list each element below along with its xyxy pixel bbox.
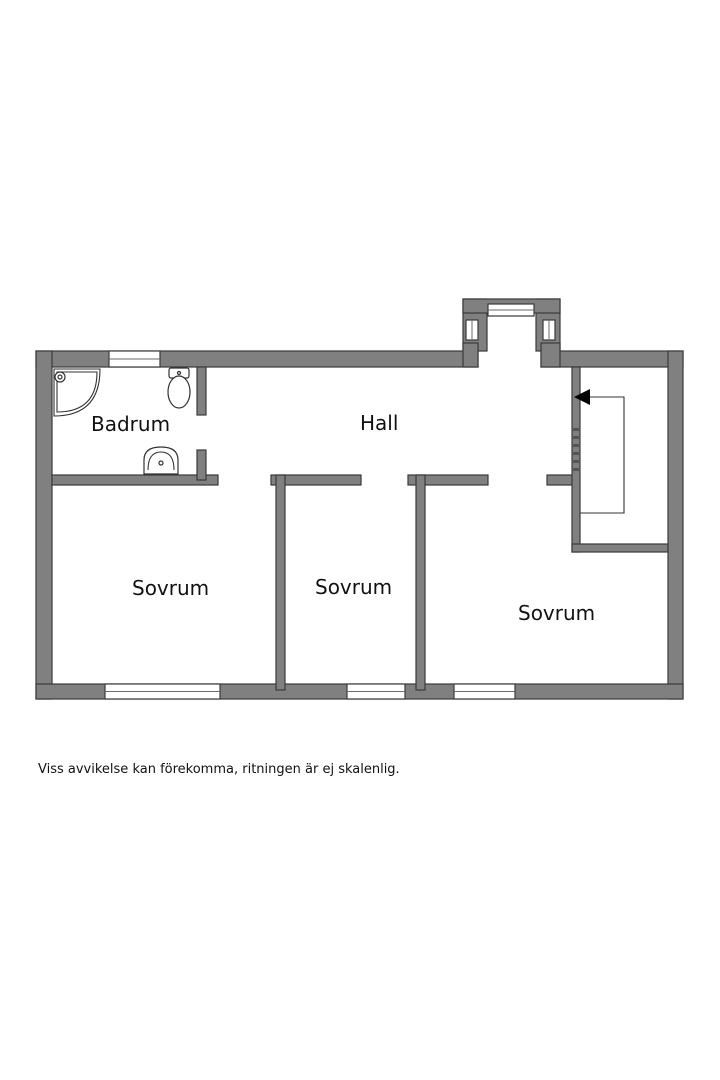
shower-enclosure bbox=[53, 368, 101, 417]
sink-icon bbox=[143, 446, 179, 475]
staircase bbox=[573, 389, 625, 514]
bathroom-fixtures bbox=[53, 367, 191, 475]
stair-arrow-icon bbox=[574, 389, 590, 405]
wall-bath-right-lower bbox=[196, 449, 207, 481]
wall-partition-2 bbox=[415, 474, 426, 691]
disclaimer-text: Viss avvikelse kan förekomma, ritningen … bbox=[38, 762, 400, 777]
wall-left bbox=[35, 350, 53, 700]
entrance-bay bbox=[462, 298, 561, 368]
wall-storage-bottom bbox=[571, 543, 669, 553]
bay-left-stub bbox=[462, 342, 479, 368]
interior-walls bbox=[51, 366, 669, 691]
room-label-sovrum-3: Sovrum bbox=[518, 601, 595, 625]
wall-bath-right-upper bbox=[196, 366, 207, 416]
wall-partition-1 bbox=[275, 474, 286, 691]
wall-right bbox=[667, 350, 684, 700]
room-label-sovrum-1: Sovrum bbox=[132, 576, 209, 600]
toilet-icon bbox=[167, 367, 191, 409]
wall-bath-bottom bbox=[51, 474, 219, 486]
wall-top-left bbox=[35, 350, 479, 368]
room-label-sovrum-2: Sovrum bbox=[315, 575, 392, 599]
wall-hall-bottom-1 bbox=[270, 474, 362, 486]
bay-right-stub bbox=[540, 342, 561, 368]
room-label-badrum: Badrum bbox=[91, 412, 170, 436]
exterior-walls bbox=[35, 350, 684, 700]
room-label-hall: Hall bbox=[360, 411, 398, 435]
wall-top-right bbox=[540, 350, 684, 368]
windows bbox=[104, 350, 516, 700]
wall-hall-bottom-2 bbox=[407, 474, 489, 486]
shower-head-icon bbox=[54, 371, 66, 383]
